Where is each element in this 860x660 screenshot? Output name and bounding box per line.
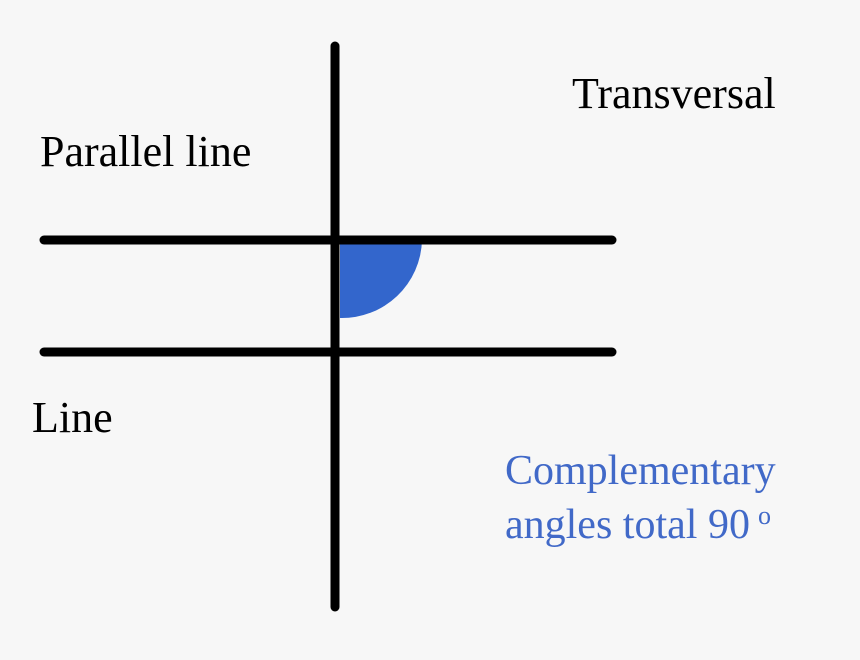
transversal-label: Transversal (572, 69, 776, 118)
note-line-2-text: angles total 90 (505, 502, 750, 548)
parallel-line-label: Parallel line (40, 127, 252, 176)
degree-symbol: o (757, 501, 771, 530)
note-line-1: Complementary (505, 448, 776, 494)
line-label: Line (32, 393, 113, 442)
highlighted-angle-sector (340, 240, 422, 319)
